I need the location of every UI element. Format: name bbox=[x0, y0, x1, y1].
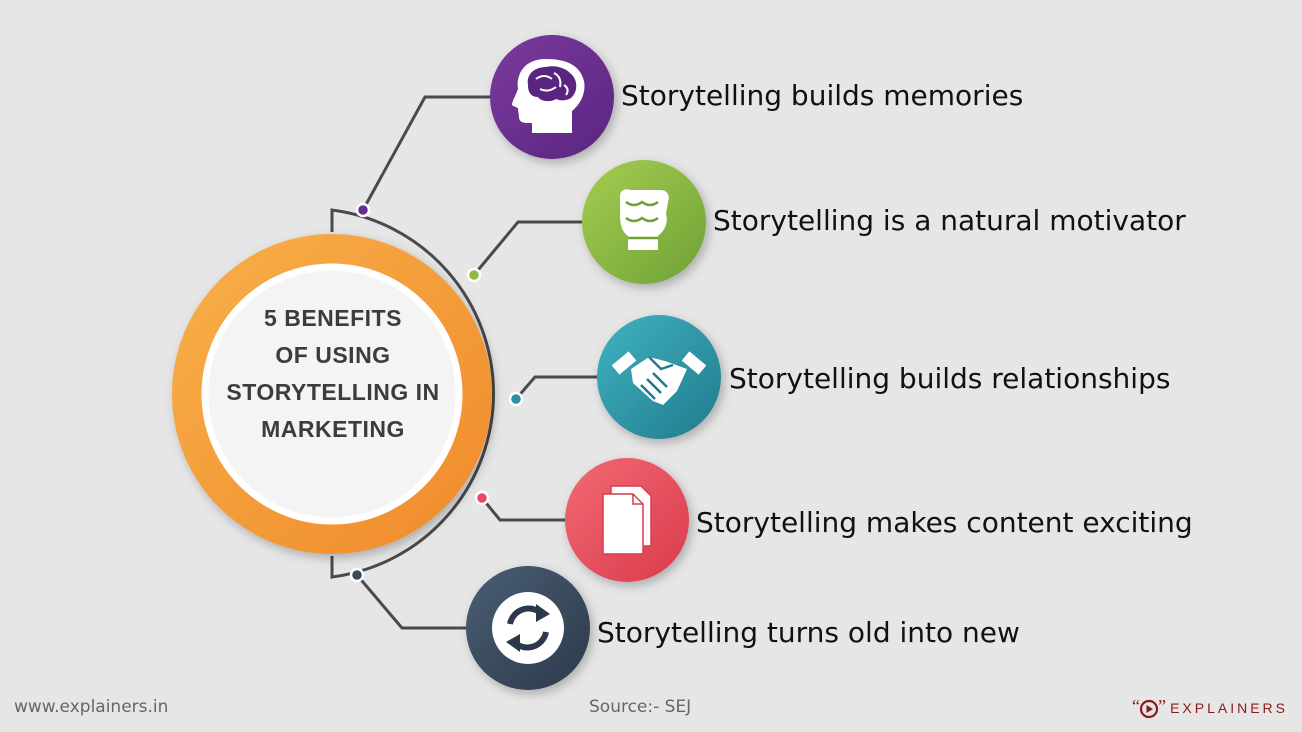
center-title-line: STORYTELLING IN bbox=[226, 379, 440, 405]
handshake-icon bbox=[611, 351, 707, 405]
connector-arc bbox=[330, 208, 495, 579]
branch-line-2 bbox=[472, 220, 585, 276]
refresh-icon bbox=[492, 592, 564, 664]
play-quote-icon: “ ” bbox=[1132, 697, 1166, 719]
benefit-label-1: Storytelling builds memories bbox=[621, 79, 1024, 112]
center-title-line: OF USING bbox=[275, 342, 391, 368]
svg-text:”: ” bbox=[1158, 697, 1166, 716]
brain-head-icon bbox=[512, 59, 585, 133]
joint-dot-2 bbox=[466, 267, 482, 283]
benefit-label-5: Storytelling turns old into new bbox=[597, 616, 1020, 649]
branch-line-5 bbox=[355, 574, 468, 630]
joint-dot-5 bbox=[349, 567, 365, 583]
benefit-label-3: Storytelling builds relationships bbox=[729, 362, 1171, 395]
brand-logo: “ ” EXPLAINERS bbox=[1132, 697, 1288, 719]
documents-icon bbox=[602, 485, 652, 555]
branch-line-1 bbox=[361, 95, 495, 211]
source-credit: Source:- SEJ bbox=[589, 697, 692, 717]
branch-line-4 bbox=[480, 497, 566, 522]
joint-dot-3 bbox=[508, 391, 524, 407]
svg-text:“: “ bbox=[1132, 697, 1140, 716]
benefit-label-2: Storytelling is a natural motivator bbox=[713, 204, 1186, 237]
center-title-line: MARKETING bbox=[261, 416, 405, 442]
center-title-line: 5 BENEFITS bbox=[264, 305, 402, 331]
center-inner-circle bbox=[201, 263, 463, 525]
raised-fist-icon bbox=[620, 189, 669, 250]
website-link[interactable]: www.explainers.in bbox=[14, 697, 169, 717]
joint-dot-4 bbox=[474, 490, 490, 506]
brand-name: EXPLAINERS bbox=[1170, 700, 1288, 716]
joint-dot-1 bbox=[355, 202, 371, 218]
branch-line-3 bbox=[514, 375, 600, 400]
center-title: 5 BENEFITS OF USING STORYTELLING IN MARK… bbox=[205, 300, 461, 448]
benefit-label-4: Storytelling makes content exciting bbox=[696, 506, 1193, 539]
